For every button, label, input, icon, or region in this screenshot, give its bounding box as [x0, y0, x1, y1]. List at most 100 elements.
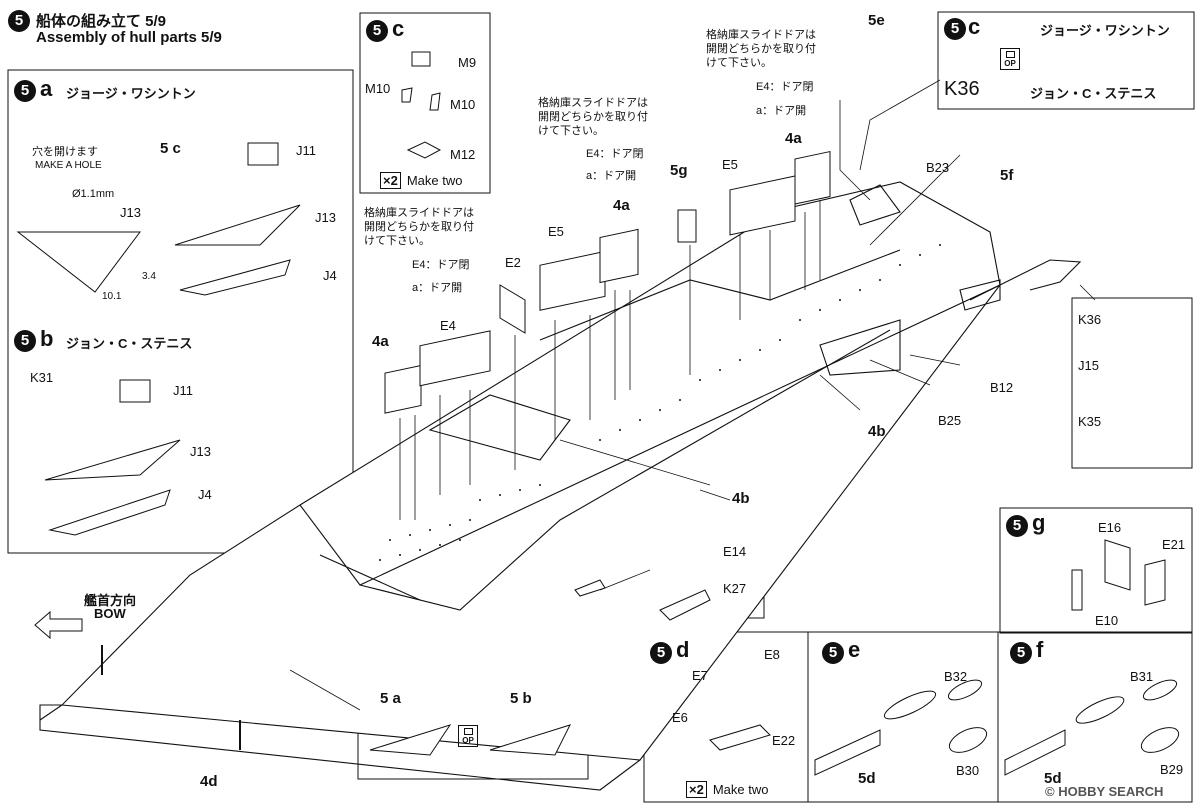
- part-K27: K27: [723, 581, 747, 596]
- ref-4b-1: 4b: [868, 423, 886, 440]
- ref-5a: 5 a: [380, 690, 401, 707]
- part-K36: K36: [1078, 312, 1102, 327]
- panel-5a-badge: 5: [14, 80, 36, 102]
- panel-5b-letter: b: [40, 326, 54, 351]
- part-B30: B30: [956, 763, 980, 778]
- step-title-en: Assembly of hull parts 5/9: [36, 29, 222, 46]
- bow-label-jp: 艦首方向: [84, 593, 137, 608]
- part-J4-b: J4: [198, 487, 212, 502]
- boat-parts: [574, 579, 1180, 776]
- part-J13-c: J13: [190, 444, 211, 459]
- ref-5f: 5f: [1000, 167, 1014, 184]
- ref-5d-e: 5d: [858, 770, 876, 787]
- part-E2: E2: [505, 255, 521, 270]
- make-hole-jp: 穴を開けます: [32, 146, 98, 158]
- door-note-1: 格納庫スライドドアは開閉どちらかを取り付けて下さい。: [364, 207, 474, 247]
- op-icon: OP: [1000, 48, 1020, 70]
- panel-5f-letter: f: [1036, 637, 1044, 662]
- door-note-1-e4: E4：ドア閉: [412, 259, 470, 271]
- ref-4b-2: 4b: [732, 490, 750, 507]
- door-note-3-e4: E4：ドア閉: [756, 81, 814, 93]
- part-K31: K31: [30, 370, 54, 385]
- ref-5e: 5e: [868, 12, 885, 29]
- part-K35: K35: [1078, 414, 1102, 429]
- part-E22: E22: [772, 733, 796, 748]
- ref-5g: 5g: [670, 162, 688, 179]
- part-E6: E6: [672, 710, 688, 725]
- bow-label-en: BOW: [94, 606, 126, 621]
- make-two-label: Make two: [406, 173, 463, 188]
- step-number-badge: 5: [8, 10, 30, 32]
- step-title-jp: 船体の組み立て 5/9: [36, 13, 167, 30]
- part-M10-b: M10: [450, 97, 476, 112]
- panel-5d-letter: d: [676, 637, 690, 662]
- part-J13-b: J13: [315, 210, 336, 225]
- part-E4: E4: [440, 318, 456, 333]
- part-J4: J4: [323, 268, 337, 283]
- ref-4a-3: 4a: [785, 130, 802, 147]
- make-hole-en: MAKE A HOLE: [35, 160, 102, 171]
- hull-drawing: [39, 181, 1082, 791]
- part-M9: M9: [458, 55, 477, 70]
- op-icon-bottom: OP: [458, 725, 478, 747]
- door-note-1-a: a：ドア開: [412, 282, 463, 294]
- part-B32: B32: [944, 669, 968, 684]
- part-M12: M12: [450, 147, 476, 162]
- panel-5c-right-title2: ジョン・C・ステニス: [1030, 86, 1157, 101]
- panel-5c-letter: c: [392, 16, 405, 41]
- crane-parts: [401, 51, 442, 159]
- panel-5c-right-letter: c: [968, 14, 981, 39]
- panel-5c-right-badge: 5: [944, 18, 966, 40]
- panel-5g-letter: g: [1032, 510, 1046, 535]
- door-note-2: 格納庫スライドドアは開閉どちらかを取り付けて下さい。: [538, 97, 648, 137]
- part-K36-label: K36: [944, 78, 980, 100]
- part-B23: B23: [926, 160, 950, 175]
- make-two-5d: ×2 Make two: [686, 781, 768, 798]
- panel-5b-badge: 5: [14, 330, 36, 352]
- part-E7: E7: [692, 668, 708, 683]
- ref-4d: 4d: [200, 773, 218, 790]
- x2-badge-5d: ×2: [686, 781, 707, 798]
- part-E10: E10: [1095, 613, 1119, 628]
- door-note-3-a: a：ドア開: [756, 105, 807, 117]
- panel-5f-badge: 5: [1010, 642, 1032, 664]
- ref-5d-f: 5d: [1044, 770, 1062, 787]
- part-J15: J15: [1078, 358, 1099, 373]
- panel-5g-parts: [1071, 539, 1166, 611]
- part-E16: E16: [1098, 520, 1122, 535]
- dim-width: 10.1: [102, 291, 122, 302]
- ref-4a-1: 4a: [372, 333, 389, 350]
- part-E5-a: E5: [548, 224, 564, 239]
- sponson-parts: [16, 142, 571, 756]
- leader-lines: [289, 79, 1096, 711]
- panel-5a-letter: a: [40, 76, 53, 101]
- dim-height: 3.4: [142, 271, 156, 282]
- panel-5e-badge: 5: [822, 642, 844, 664]
- part-E14: E14: [723, 544, 747, 559]
- x2-badge: ×2: [380, 172, 401, 189]
- part-B29: B29: [1160, 762, 1184, 777]
- drill-size: Ø1.1mm: [72, 188, 115, 200]
- watermark: © HOBBY SEARCH: [1045, 784, 1164, 799]
- door-panels: [384, 150, 831, 414]
- part-J13-a: J13: [120, 205, 141, 220]
- make-two-label-5d: Make two: [712, 782, 769, 797]
- panel-5e-letter: e: [848, 637, 861, 662]
- part-J11: J11: [296, 143, 316, 158]
- panel-5g-badge: 5: [1006, 515, 1028, 537]
- part-E21: E21: [1162, 537, 1186, 552]
- part-E8: E8: [764, 647, 780, 662]
- panel-5c-right-title1: ジョージ・ワシントン: [1040, 23, 1170, 38]
- part-J11-b: J11: [173, 383, 193, 398]
- door-note-2-e4: E4：ドア閉: [586, 148, 644, 160]
- part-E5-b: E5: [722, 157, 738, 172]
- panel-5d-badge: 5: [650, 642, 672, 664]
- part-B25: B25: [938, 413, 962, 428]
- part-B12: B12: [990, 380, 1014, 395]
- door-note-2-a: a：ドア開: [586, 170, 637, 182]
- ref-5b: 5 b: [510, 690, 532, 707]
- bow-arrow: [34, 610, 83, 640]
- ref-5c: 5 c: [160, 140, 181, 157]
- part-B31: B31: [1130, 669, 1154, 684]
